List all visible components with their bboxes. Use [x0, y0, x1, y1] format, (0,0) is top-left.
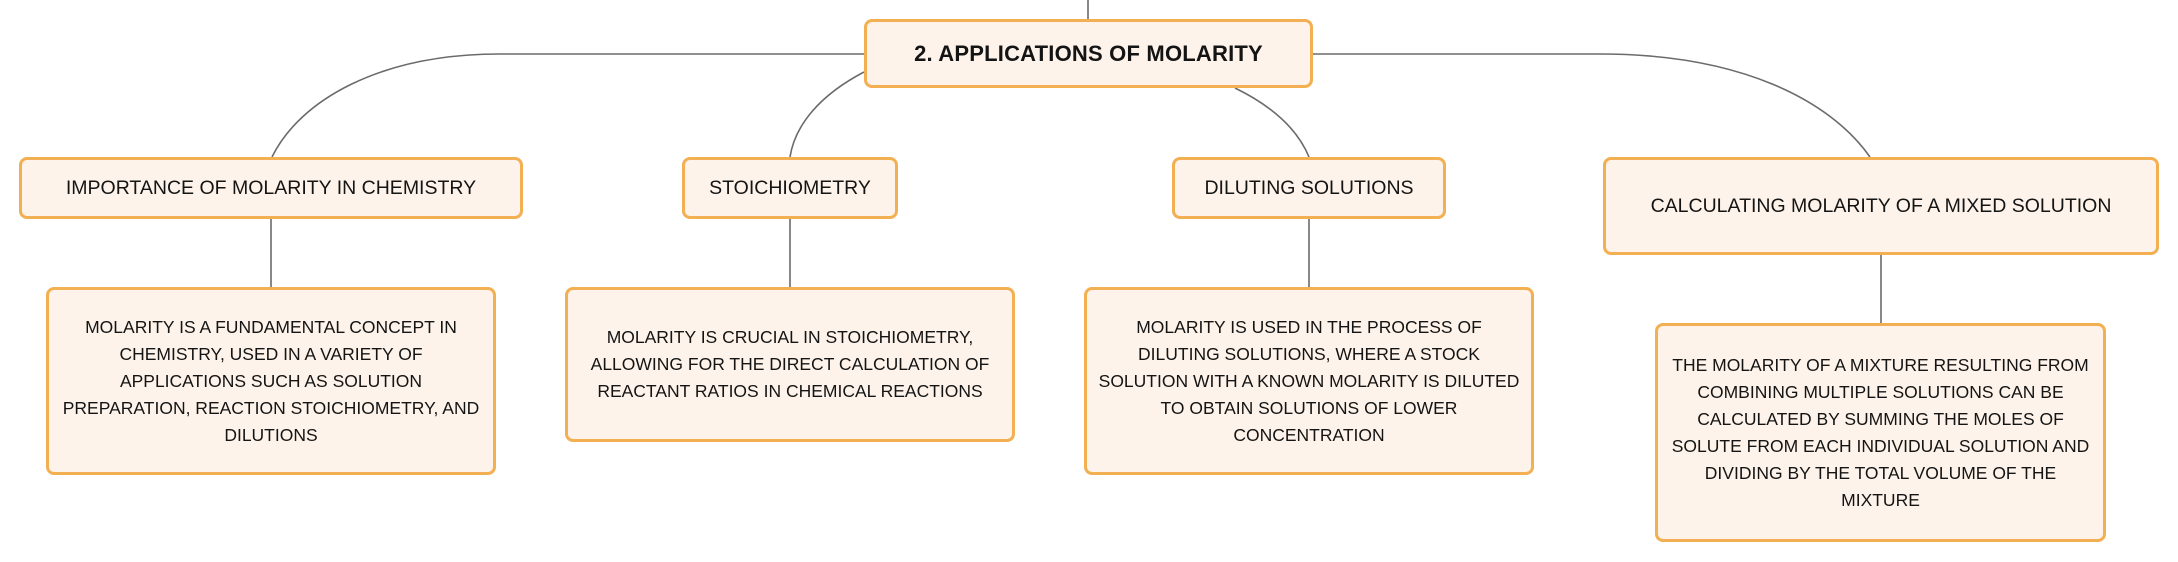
topic-node-label: DILUTING SOLUTIONS: [1204, 176, 1414, 199]
root-node-label: 2. APPLICATIONS OF MOLARITY: [914, 40, 1263, 66]
topic-node-diluting[interactable]: DILUTING SOLUTIONS: [1172, 157, 1446, 219]
connector-root-to-topic-1: [271, 53, 864, 158]
detail-node-mixed-solution[interactable]: THE MOLARITY OF A MIXTURE RESULTING FROM…: [1655, 323, 2106, 542]
detail-node-text: MOLARITY IS USED IN THE PROCESS OF DILUT…: [1098, 316, 1520, 445]
connector-root-to-topic-3: [1234, 87, 1310, 158]
detail-node-stoichiometry[interactable]: MOLARITY IS CRUCIAL IN STOICHIOMETRY, AL…: [565, 287, 1015, 442]
topic-node-label: STOICHIOMETRY: [709, 176, 871, 199]
detail-node-importance[interactable]: MOLARITY IS A FUNDAMENTAL CONCEPT IN CHE…: [46, 287, 496, 475]
topic-node-label: CALCULATING MOLARITY OF A MIXED SOLUTION: [1650, 194, 2112, 217]
topic-node-mixed-solution[interactable]: CALCULATING MOLARITY OF A MIXED SOLUTION: [1603, 157, 2159, 255]
detail-node-text: MOLARITY IS A FUNDAMENTAL CONCEPT IN CHE…: [62, 316, 480, 445]
detail-node-diluting[interactable]: MOLARITY IS USED IN THE PROCESS OF DILUT…: [1084, 287, 1534, 475]
detail-node-text: MOLARITY IS CRUCIAL IN STOICHIOMETRY, AL…: [590, 327, 990, 401]
root-node[interactable]: 2. APPLICATIONS OF MOLARITY: [864, 19, 1313, 88]
topic-node-stoichiometry[interactable]: STOICHIOMETRY: [682, 157, 898, 219]
topic-node-label: IMPORTANCE OF MOLARITY IN CHEMISTRY: [65, 176, 477, 199]
topic-node-importance[interactable]: IMPORTANCE OF MOLARITY IN CHEMISTRY: [19, 157, 523, 219]
connector-root-to-topic-2: [789, 71, 865, 158]
detail-node-text: THE MOLARITY OF A MIXTURE RESULTING FROM…: [1671, 354, 2090, 510]
connector-root-to-topic-4: [1313, 53, 1871, 158]
